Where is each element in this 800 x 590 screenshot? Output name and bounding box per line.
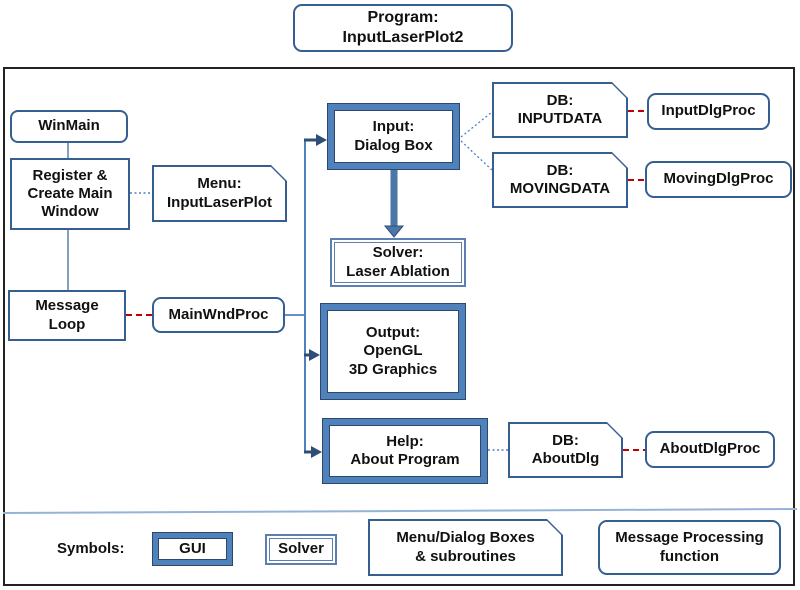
legend-menu-face: [370, 521, 561, 574]
input-dialog-label: Input: Dialog Box: [354, 118, 433, 154]
menu-label: Menu: InputLaserPlot: [166, 175, 272, 211]
db-movingdata-face: [494, 154, 626, 206]
db-inputdata-label: DB: INPUTDATA: [517, 91, 603, 127]
node-help-about-program: Help: About Program: [322, 418, 488, 484]
legend-solver-label: Solver: [278, 540, 324, 558]
message-loop-label: Message Loop: [35, 297, 99, 333]
arrowhead-help: [311, 446, 322, 458]
inputdlgproc-label: InputDlgProc: [661, 102, 756, 120]
node-solver-laser-ablation: Solver: Laser Ablation: [330, 238, 466, 287]
legend-menu-dialog-symbol: Menu/Dialog Boxes & subroutines: [368, 519, 563, 576]
node-mainwndproc: MainWndProc: [152, 297, 285, 333]
node-menu-inputlaserplot: Menu: InputLaserPlot: [152, 165, 287, 222]
legend-message-processing-symbol: Message Processing function: [598, 520, 781, 575]
db-aboutdlg-label: DB: AboutDlg: [531, 431, 600, 467]
register-label: Register & Create Main Window: [27, 166, 113, 221]
program-title-label: Program: InputLaserPlot2: [342, 9, 464, 46]
legend-solver-symbol: Solver: [265, 534, 337, 565]
node-db-inputdata: DB: INPUTDATA: [492, 82, 628, 138]
input-dialog-face: [334, 110, 453, 163]
node-inputdlgproc: InputDlgProc: [647, 93, 770, 130]
legend-gui-face: [158, 538, 227, 560]
legend-solver-face: [269, 538, 333, 561]
legend-gui-label: GUI: [179, 539, 206, 557]
node-program-title: Program: InputLaserPlot2: [293, 4, 513, 52]
node-db-movingdata: DB: MOVINGDATA: [492, 152, 628, 208]
winmain-label: WinMain: [38, 117, 100, 135]
arrowhead-solver: [383, 225, 405, 238]
node-register-create-main-window: Register & Create Main Window: [10, 158, 130, 230]
node-winmain: WinMain: [10, 110, 128, 143]
legend-gui-symbol: GUI: [152, 532, 233, 566]
legend-message-processing-label: Message Processing function: [615, 529, 764, 565]
edge-input-movingdata: [460, 140, 493, 171]
output-label: Output: OpenGL 3D Graphics: [348, 324, 438, 378]
node-output-opengl: Output: OpenGL 3D Graphics: [320, 303, 466, 400]
menu-box-face: [154, 167, 285, 220]
solver-label: Solver: Laser Ablation: [346, 244, 450, 280]
mainwndproc-label: MainWndProc: [168, 305, 269, 323]
db-aboutdlg-face: [510, 424, 621, 476]
node-message-loop: Message Loop: [8, 290, 126, 341]
db-inputdata-face: [494, 84, 626, 136]
node-movingdlgproc: MovingDlgProc: [645, 161, 792, 198]
legend-title: Symbols:: [57, 540, 125, 557]
solver-face: [334, 242, 462, 283]
aboutdlgproc-label: AboutDlgProc: [659, 440, 761, 458]
node-input-dialog-box: Input: Dialog Box: [327, 103, 460, 170]
help-face: [329, 425, 481, 477]
arrowhead-input: [316, 134, 327, 146]
help-label: Help: About Program: [350, 432, 460, 468]
movingdlgproc-label: MovingDlgProc: [663, 170, 774, 188]
edge-input-inputdata: [460, 111, 493, 138]
arrowhead-output: [309, 349, 320, 361]
node-aboutdlgproc: AboutDlgProc: [645, 431, 775, 468]
node-db-aboutdlg: DB: AboutDlg: [508, 422, 623, 478]
output-face: [327, 310, 459, 393]
db-movingdata-label: DB: MOVINGDATA: [509, 161, 611, 197]
legend-menu-label: Menu/Dialog Boxes & subroutines: [396, 529, 535, 565]
legend-divider: [2, 508, 798, 514]
